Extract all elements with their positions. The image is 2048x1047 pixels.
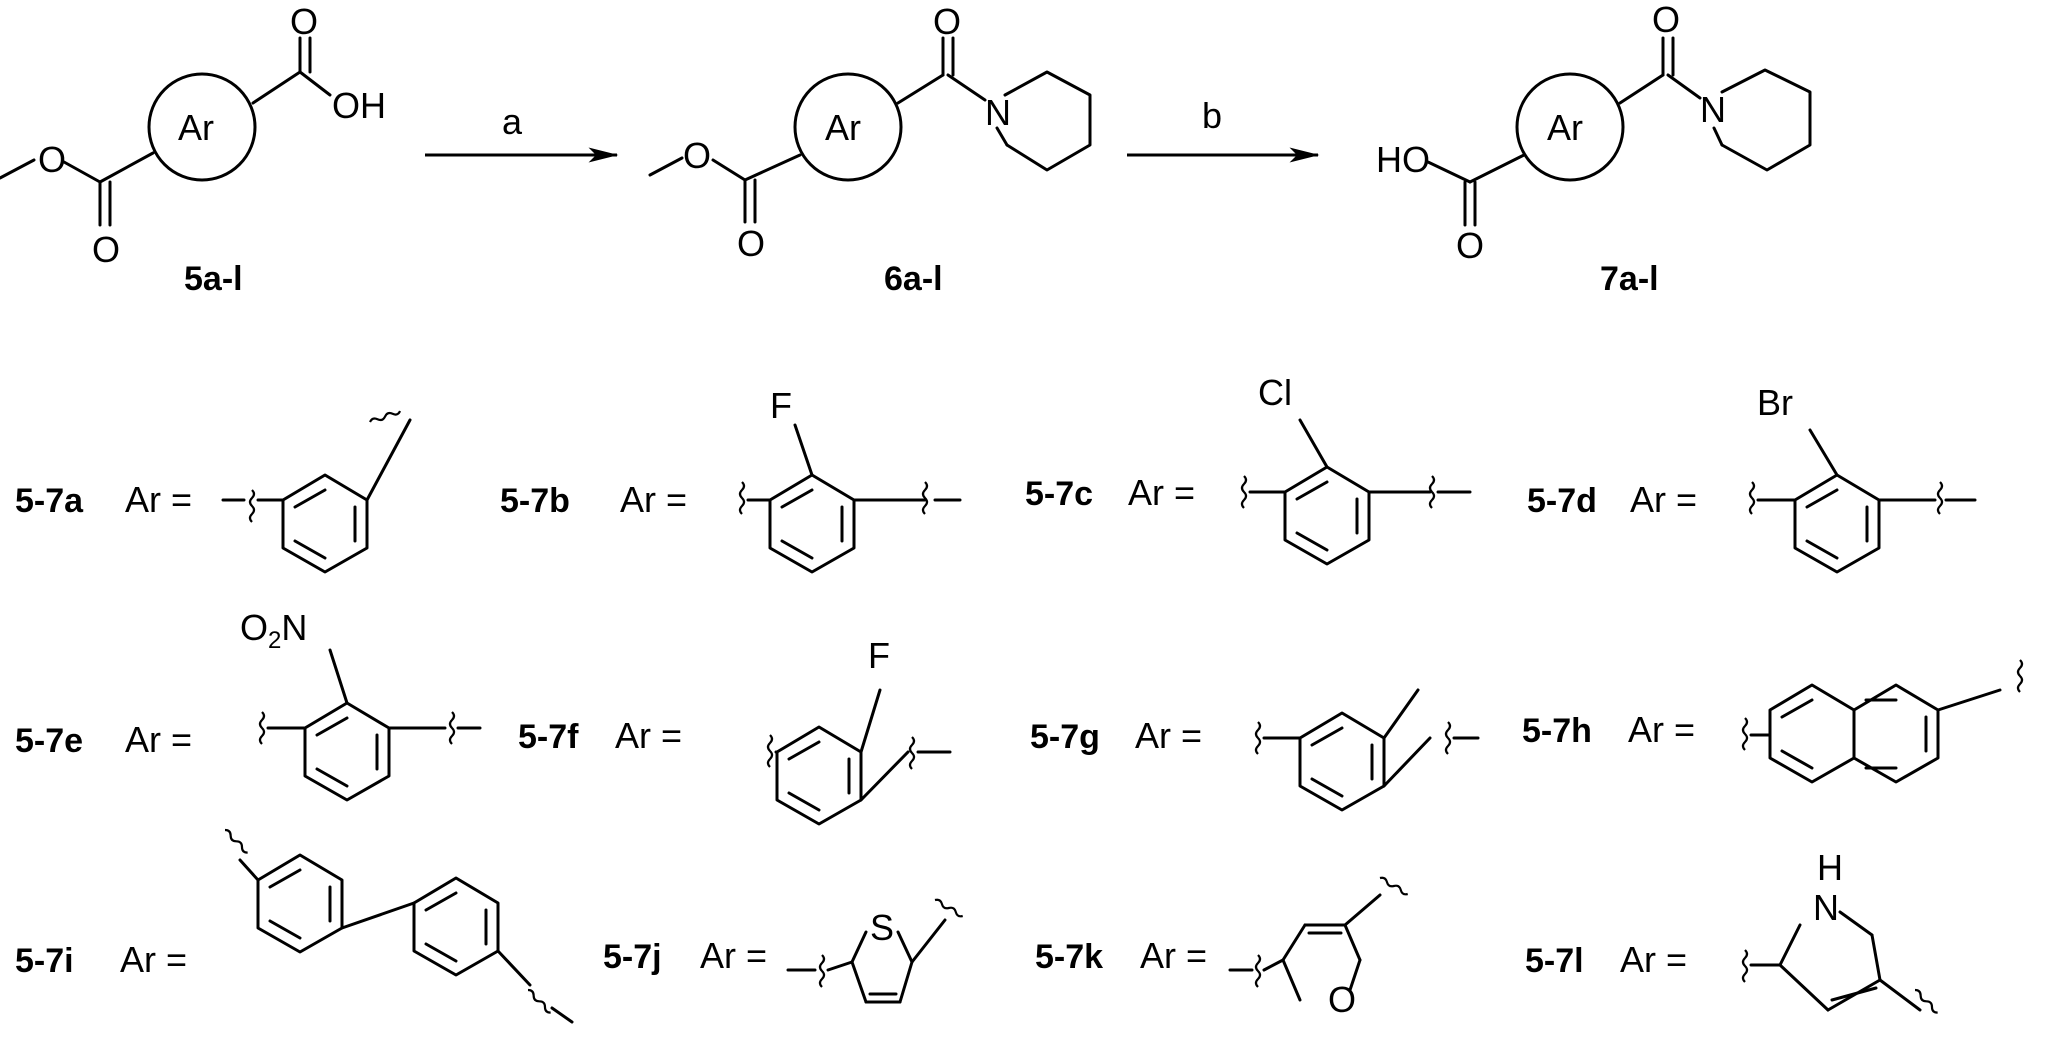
svg-text:O: O <box>737 223 765 264</box>
substituent-5-7g: 5-7g Ar = <box>1030 688 1480 812</box>
substituent-5-7k: 5-7k Ar = O <box>1035 875 1410 1020</box>
svg-text:O: O <box>290 1 318 42</box>
substituent-5-7c: 5-7c Ar = Cl <box>1025 372 1472 566</box>
svg-text:H: H <box>1817 847 1843 888</box>
svg-text:N: N <box>985 92 1011 133</box>
svg-text:Ar =: Ar = <box>1135 715 1202 756</box>
svg-text:Ar =: Ar = <box>1620 939 1687 980</box>
svg-text:Ar =: Ar = <box>1128 472 1195 513</box>
svg-text:5-7f: 5-7f <box>518 718 579 756</box>
svg-text:Ar: Ar <box>825 107 861 148</box>
svg-text:5-7c: 5-7c <box>1025 475 1093 513</box>
svg-text:5-7d: 5-7d <box>1527 482 1597 520</box>
svg-text:Ar =: Ar = <box>120 939 187 980</box>
svg-text:5-7l: 5-7l <box>1525 942 1584 980</box>
svg-text:5-7b: 5-7b <box>500 482 570 520</box>
substituent-5-7l: 5-7l Ar = N H <box>1525 847 1941 1016</box>
svg-text:N: N <box>1813 887 1839 928</box>
svg-text:Ar =: Ar = <box>1140 935 1207 976</box>
step-a-label: a <box>502 101 523 142</box>
compound-6a-l: O O Ar O N 6a-l <box>648 1 1092 298</box>
svg-text:O: O <box>683 135 711 176</box>
compound-label-6: 6a-l <box>884 260 943 298</box>
svg-text:HO: HO <box>1376 139 1430 180</box>
substituent-5-7e: 5-7e Ar = O2N <box>15 607 482 802</box>
svg-text:O: O <box>933 1 961 42</box>
svg-text:Ar =: Ar = <box>1628 709 1695 750</box>
svg-text:Cl: Cl <box>1258 372 1292 413</box>
svg-text:N: N <box>1700 89 1726 130</box>
arrow-step-b: b <box>1127 95 1320 163</box>
svg-text:Ar =: Ar = <box>615 715 682 756</box>
substituent-5-7f: 5-7f Ar = F <box>518 635 952 826</box>
svg-text:5-7g: 5-7g <box>1030 718 1100 756</box>
compound-5a-l: O O Ar O OH 5a-l <box>0 1 386 298</box>
svg-text:Ar =: Ar = <box>125 719 192 760</box>
svg-text:O: O <box>92 229 120 270</box>
svg-text:O2N: O2N <box>240 607 307 654</box>
arrow-step-a: a <box>425 101 619 163</box>
svg-text:O: O <box>1652 0 1680 40</box>
svg-text:O: O <box>1456 225 1484 266</box>
svg-text:OH: OH <box>332 85 386 126</box>
svg-text:Ar: Ar <box>1547 107 1583 148</box>
svg-text:Ar =: Ar = <box>700 935 767 976</box>
substituent-5-7i: 5-7i Ar = <box>15 827 574 1024</box>
compound-7a-l: HO O Ar O N 7a-l <box>1376 0 1812 298</box>
compound-label-5: 5a-l <box>184 260 243 298</box>
svg-text:5-7h: 5-7h <box>1522 712 1592 750</box>
substituent-5-7d: 5-7d Ar = Br <box>1527 382 1977 574</box>
svg-text:O: O <box>38 139 66 180</box>
substituent-5-7b: 5-7b Ar = F <box>500 385 962 574</box>
substituent-5-7h: 5-7h Ar = <box>1522 658 2024 784</box>
svg-text:5-7a: 5-7a <box>15 482 84 520</box>
svg-text:5-7e: 5-7e <box>15 722 83 760</box>
svg-text:5-7k: 5-7k <box>1035 938 1103 976</box>
svg-text:Br: Br <box>1757 382 1793 423</box>
step-b-label: b <box>1202 95 1222 136</box>
svg-text:F: F <box>868 635 890 676</box>
svg-text:Ar: Ar <box>178 107 214 148</box>
svg-text:Ar =: Ar = <box>1630 479 1697 520</box>
svg-text:5-7i: 5-7i <box>15 942 74 980</box>
svg-text:S: S <box>870 907 894 948</box>
compound-label-7: 7a-l <box>1600 260 1659 298</box>
svg-text:F: F <box>770 385 792 426</box>
svg-text:Ar =: Ar = <box>620 479 687 520</box>
substituent-5-7j: 5-7j Ar = S <box>603 897 965 1004</box>
svg-text:5-7j: 5-7j <box>603 938 662 976</box>
substituent-5-7a: 5-7a Ar = <box>15 408 412 574</box>
svg-text:Ar =: Ar = <box>125 479 192 520</box>
